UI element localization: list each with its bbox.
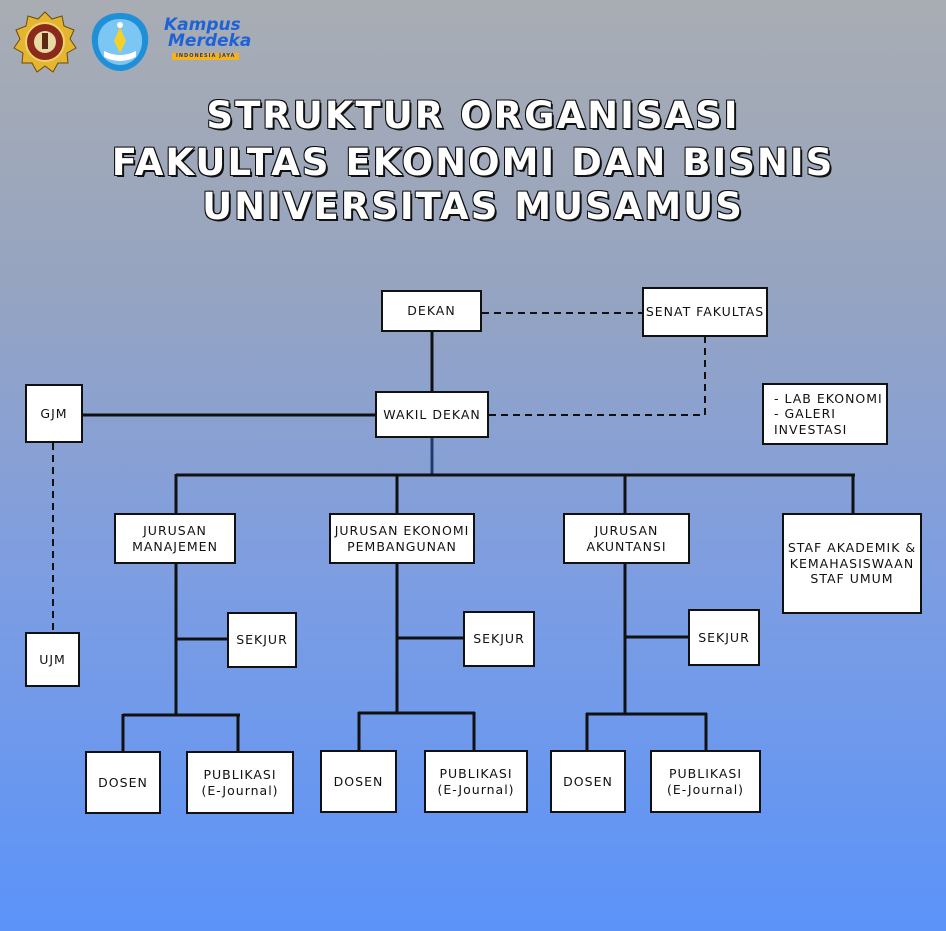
node-jurusan-akuntansi: JURUSAN AKUNTANSI (563, 513, 690, 564)
node-ujm: UJM (25, 632, 80, 687)
kampus-merdeka-line1: Kampus (164, 15, 241, 35)
node-senat-fakultas: SENAT FAKULTAS (642, 287, 768, 337)
node-jurusan-ekonomi-pembangunan: JURUSAN EKONOMI PEMBANGUNAN (329, 513, 475, 564)
title-line2: FAKULTAS EKONOMI DAN BISNIS (111, 141, 835, 184)
title-line1: STRUKTUR ORGANISASI (206, 94, 740, 137)
node-sekjur-ekonomi-pembangunan: SEKJUR (463, 611, 535, 667)
node-dosen-akuntansi: DOSEN (550, 750, 626, 813)
node-gjm: GJM (25, 384, 83, 443)
node-dekan: DEKAN (381, 290, 482, 332)
node-lab-galeri: - LAB EKONOMI - GALERI INVESTASI (762, 383, 888, 445)
kampus-merdeka-tag: INDONESIA JAYA (172, 53, 240, 60)
tut-wuri-handayani-logo (91, 13, 149, 71)
node-publikasi-manajemen: PUBLIKASI (E-Journal) (186, 751, 294, 814)
node-staf-akademik: STAF AKADEMIK & KEMAHASISWAAN STAF UMUM (782, 513, 922, 614)
node-publikasi-ekonomi-pembangunan: PUBLIKASI (E-Journal) (424, 750, 528, 813)
node-jurusan-manajemen: JURUSAN MANAJEMEN (114, 513, 236, 564)
node-wakil-dekan: WAKIL DEKAN (375, 391, 489, 438)
node-dosen-ekonomi-pembangunan: DOSEN (320, 750, 397, 813)
node-sekjur-manajemen: SEKJUR (227, 612, 297, 668)
kampus-merdeka-line2: Merdeka (168, 31, 252, 51)
node-dosen-manajemen: DOSEN (85, 751, 161, 814)
node-publikasi-akuntansi: PUBLIKASI (E-Journal) (650, 750, 761, 813)
title-line3: UNIVERSITAS MUSAMUS (201, 185, 744, 228)
university-seal-logo (13, 11, 77, 73)
node-sekjur-akuntansi: SEKJUR (688, 609, 760, 666)
dash-senat-wakil (489, 336, 706, 416)
